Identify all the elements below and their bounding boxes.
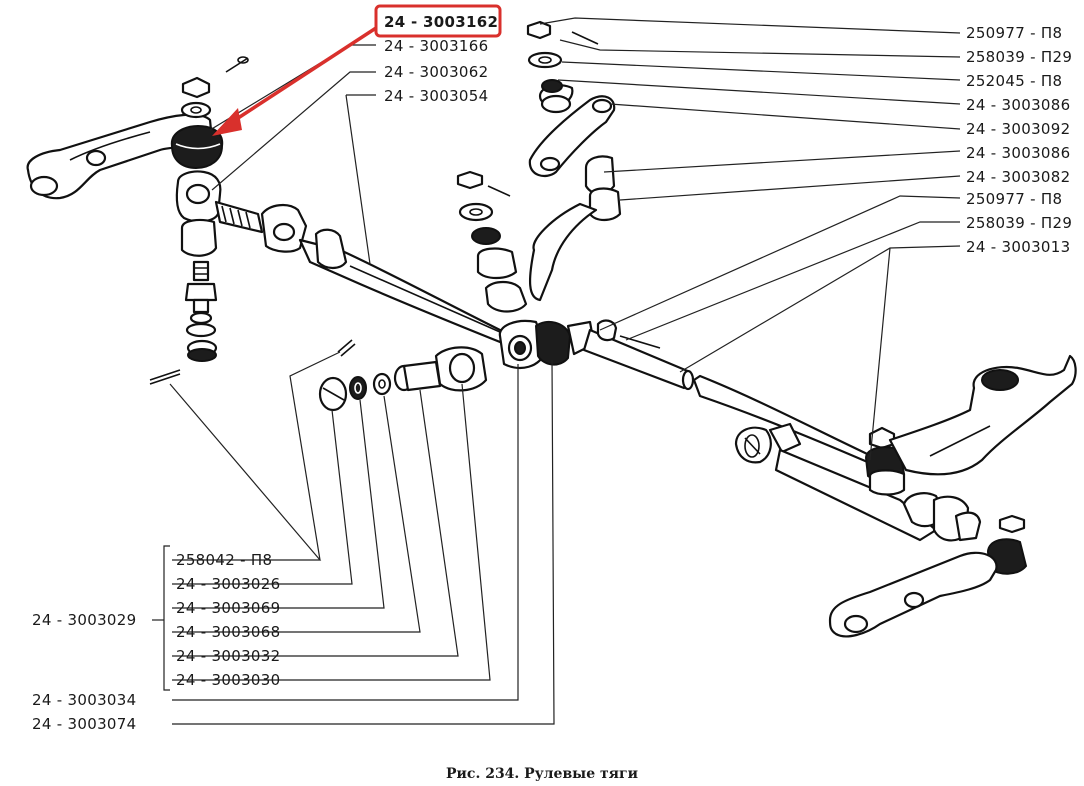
exploded-group-parts	[318, 339, 488, 412]
label-bottom-1: 24 - 3003034	[32, 691, 136, 709]
label-right-6: 24 - 3003086	[966, 144, 1070, 162]
label-right-7: 24 - 3003082	[966, 168, 1070, 186]
right-lower-arm	[828, 492, 1028, 638]
label-right-3: 252045 - П8	[966, 72, 1062, 90]
leader-lines	[152, 17, 961, 725]
left-top-hardware	[180, 56, 249, 119]
label-group-item-3: 24 - 3003069	[176, 599, 280, 617]
labels-right: 250977 - П8 258039 - П29 252045 - П8 24 …	[966, 24, 1072, 256]
highlight-callout: 24 - 3003162	[212, 4, 502, 136]
label-right-9: 258039 - П29	[966, 214, 1072, 232]
label-group-item-1: 258042 - П8	[176, 551, 272, 569]
label-top-left-2: 24 - 3003062	[384, 63, 488, 81]
label-right-8: 250977 - П8	[966, 190, 1062, 208]
label-right-2: 258039 - П29	[966, 48, 1072, 66]
label-group-name: 24 - 3003029	[32, 611, 136, 629]
label-bottom-2: 24 - 3003074	[32, 715, 136, 733]
right-knuckle-arm	[888, 354, 1077, 476]
label-right-4: 24 - 3003086	[966, 96, 1070, 114]
label-group-item-6: 24 - 3003030	[176, 671, 280, 689]
labels-top-left: 24 - 3003166 24 - 3003062 24 - 3003054	[384, 37, 488, 105]
label-right-1: 250977 - П8	[966, 24, 1062, 42]
left-lower-parts	[180, 218, 218, 362]
figure-caption: Рис. 234. Рулевые тяги	[446, 766, 638, 782]
label-group-item-4: 24 - 3003068	[176, 623, 280, 641]
label-group-item-2: 24 - 3003026	[176, 575, 280, 593]
center-joint	[498, 319, 596, 369]
left-cotter-pin	[149, 369, 181, 385]
left-ball-joint	[170, 124, 224, 223]
idler-arm-assembly	[526, 20, 622, 222]
highlight-label: 24 - 3003162	[384, 13, 498, 31]
label-top-left-1: 24 - 3003166	[384, 37, 488, 55]
right-ball-joint	[864, 426, 906, 496]
labels-bottom: 24 - 3003034 24 - 3003074	[32, 691, 136, 733]
label-top-left-3: 24 - 3003054	[384, 87, 488, 105]
left-threaded-end	[214, 200, 308, 253]
highlight-box	[374, 4, 502, 38]
right-lower-bar	[692, 374, 938, 542]
middle-hardware-stack	[456, 170, 528, 313]
labels-group: 24 - 3003029 258042 - П8 24 - 3003026 24…	[32, 551, 280, 689]
highlight-arrow-head	[212, 108, 242, 136]
right-tie-rod	[582, 319, 695, 391]
label-group-item-5: 24 - 3003032	[176, 647, 280, 665]
left-steering-arm	[26, 113, 214, 200]
label-right-10: 24 - 3003013	[966, 238, 1070, 256]
parts-drawing	[26, 20, 1077, 638]
center-link	[528, 202, 598, 302]
highlight-arrow	[231, 26, 377, 124]
label-right-5: 24 - 3003092	[966, 120, 1070, 138]
